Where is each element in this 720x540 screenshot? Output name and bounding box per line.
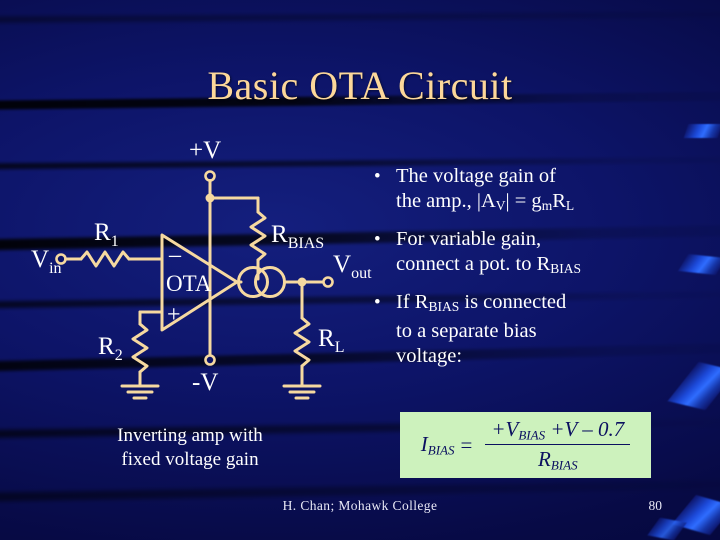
label-r2: R2 [98, 333, 123, 364]
bullet-marker: • [374, 228, 381, 250]
denominator-symbol: R [538, 447, 551, 471]
gain-formula-sub-l: L [565, 197, 575, 213]
gain-formula-mid: | = g [505, 190, 542, 212]
background-streak [0, 10, 720, 24]
bias-sub: BIAS [428, 298, 460, 314]
numerator-symbol: +V [491, 416, 519, 441]
label-supply-negative: -V [192, 369, 218, 396]
label-inverting-input: – [168, 242, 182, 268]
bullet-item-variable-gain: • For variable gain, connect a pot. to R… [366, 227, 666, 281]
footer-page-number: 80 [648, 498, 663, 513]
bias-text-prefix: If R [396, 290, 429, 313]
equation-lhs-symbol: I [420, 431, 428, 456]
label-r1: R1 [94, 219, 119, 250]
bullet-marker: • [374, 291, 381, 313]
numerator-rest: +V – 0.7 [545, 416, 625, 441]
bullet-text-line-3: voltage: [396, 344, 463, 367]
equation-box: IBIAS = +VBIAS +V – 0.7 RBIAS [400, 412, 651, 478]
bullet-text-line-2: the amp., |AV| = gmRL [396, 190, 575, 213]
gain-formula-sub-v: V [495, 197, 506, 213]
gain-formula-r: R [552, 190, 566, 212]
decorative-slash [667, 361, 720, 411]
bullet-text-line-1: The voltage gain of [396, 165, 556, 187]
label-vin: Vin [31, 246, 62, 277]
equation-numerator: +VBIAS +V – 0.7 [485, 417, 630, 444]
equation-denominator: RBIAS [485, 444, 631, 473]
denominator-subscript: BIAS [550, 457, 578, 473]
label-rl: RL [318, 325, 344, 356]
equation-lhs-subscript: BIAS [427, 442, 455, 458]
label-rbias: RBIAS [271, 221, 324, 252]
equation-equals: = [460, 432, 473, 457]
bullet-item-separate-bias: • If RBIAS is connected to a separate bi… [366, 290, 666, 369]
gain-formula-prefix: the amp., |A [396, 190, 496, 212]
decorative-slash [678, 253, 720, 276]
bias-current-equation: IBIAS = +VBIAS +V – 0.7 RBIAS [421, 417, 631, 474]
bullet-marker: • [374, 166, 381, 187]
caption-line-1: Inverting amp with [117, 425, 263, 446]
decorative-slash [647, 517, 687, 540]
circuit-diagram: +V -V Vin Vout R1 R2 RBIAS RL OTA – + [22, 132, 382, 412]
decorative-slash [683, 124, 720, 138]
label-supply-positive: +V [189, 137, 221, 164]
equation-lhs: IBIAS [421, 432, 455, 458]
bullet-text-line-1: If RBIAS is connected [396, 290, 567, 314]
bullet-text-line-2: to a separate bias [396, 319, 537, 342]
caption-line-2: fixed voltage gain [121, 449, 259, 470]
equation-fraction: +VBIAS +V – 0.7 RBIAS [485, 417, 631, 474]
pot-text: connect a pot. to R [396, 252, 551, 275]
bullet-text-line-2: connect a pot. to RBIAS [396, 252, 582, 276]
label-noninverting-input: + [167, 302, 181, 328]
pot-sub-bias: BIAS [550, 260, 582, 276]
circuit-wires [55, 170, 334, 400]
bullet-item-gain: • The voltage gain of the amp., |AV| = g… [366, 164, 666, 218]
bias-text-suffix: is connected [459, 290, 567, 313]
gain-formula-sub-m: m [541, 197, 553, 213]
bullet-list: • The voltage gain of the amp., |AV| = g… [366, 164, 666, 378]
slide-title: Basic OTA Circuit [207, 63, 513, 108]
bullet-text-line-1: For variable gain, [396, 227, 542, 250]
circuit-caption: Inverting amp with fixed voltage gain [55, 424, 325, 472]
footer-author: H. Chan; Mohawk College [282, 498, 438, 513]
label-ota: OTA [166, 271, 212, 296]
numerator-subscript: BIAS [518, 427, 546, 442]
